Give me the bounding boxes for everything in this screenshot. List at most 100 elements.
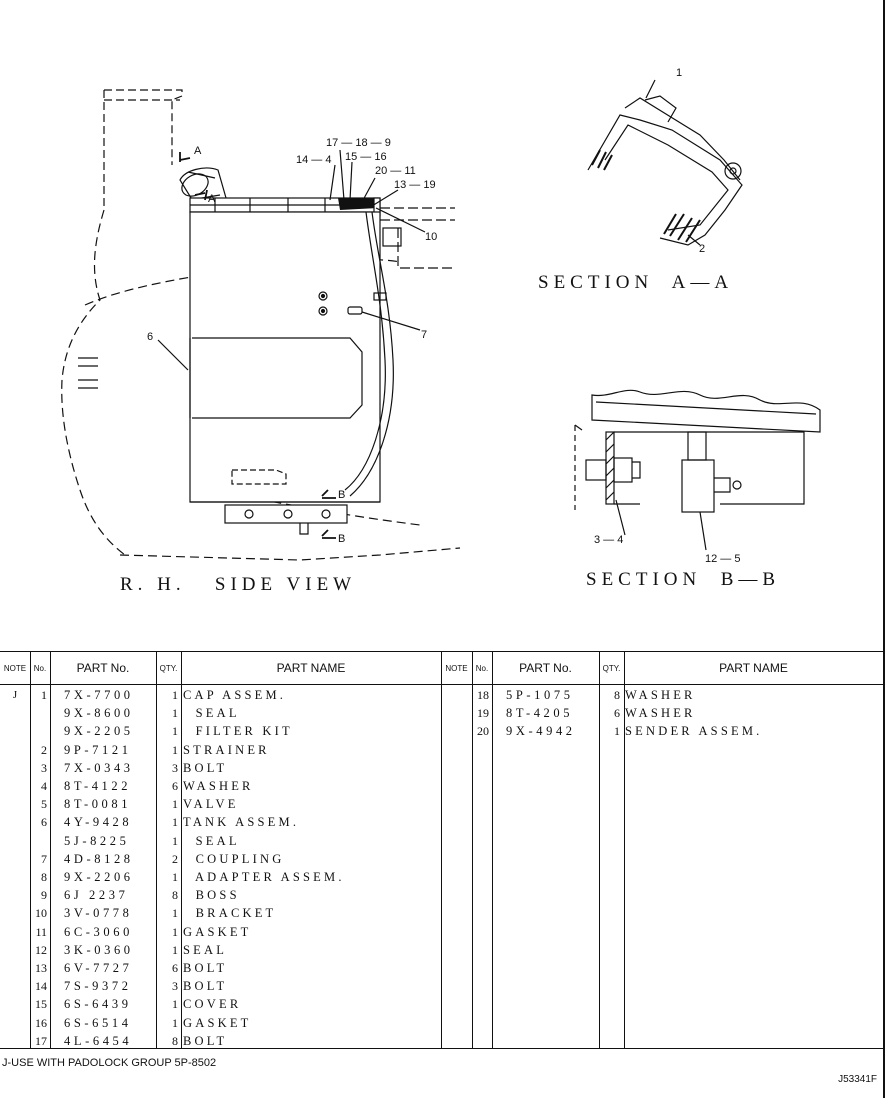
footnote: J-USE WITH PADOLOCK GROUP 5P-8502: [2, 1057, 217, 1069]
row-quantity: 3: [172, 760, 178, 775]
header-part-name-left: PART NAME: [276, 661, 346, 675]
callout-1: 1: [676, 67, 682, 79]
row-quantity: 6: [614, 706, 620, 721]
technical-drawing-svg: 1 2 6 7 10 14 — 4 17 — 18 — 9 15 — 16 20…: [61, 67, 821, 565]
row-quantity: 1: [172, 833, 178, 848]
table-row: 16 6S-6514 1 GASKET: [0, 1014, 440, 1032]
row-quantity: 1: [172, 742, 178, 757]
row-number: 14: [35, 979, 47, 994]
row-part-number: 3K-0360: [64, 942, 134, 957]
row-quantity: 1: [614, 724, 620, 739]
callout-6: 6: [147, 331, 153, 343]
row-number: 20: [477, 724, 489, 739]
row-part-name: BOSS: [183, 888, 240, 903]
row-part-number: 6S-6514: [64, 1015, 132, 1030]
section-arrow-b-lower: B: [338, 533, 345, 545]
row-part-name: COVER: [183, 997, 242, 1012]
callout-2: 2: [699, 243, 705, 255]
row-number: 16: [35, 1015, 47, 1030]
row-part-name: GASKET: [183, 1015, 252, 1030]
row-part-number: 8T-0081: [64, 797, 132, 812]
row-part-name: TANK ASSEM.: [183, 815, 300, 830]
table-row: 11 6C-3060 1 GASKET: [0, 923, 440, 941]
row-number: 9: [41, 888, 47, 903]
row-number: 11: [35, 924, 47, 939]
row-number: 4: [41, 779, 47, 793]
callout-14-4: 14 — 4: [296, 154, 331, 166]
row-quantity: 8: [172, 1033, 178, 1048]
row-quantity: 6: [172, 779, 178, 793]
row-quantity: 1: [172, 906, 178, 921]
parts-list-table: NOTE No. PART No. QTY. PART NAME NOTE No…: [0, 651, 883, 1049]
header-qty-right: QTY.: [602, 663, 621, 673]
header-part-no-right: PART No.: [519, 661, 572, 675]
row-number: 1: [41, 688, 47, 702]
row-part-number: 6V-7727: [64, 961, 133, 975]
section-arrow-a-lower: A: [208, 193, 216, 205]
row-quantity: 1: [172, 997, 178, 1012]
row-part-number: 9X-4942: [506, 724, 576, 739]
row-number: 7: [41, 851, 47, 866]
side-view-title: R. H. SIDE VIEW: [120, 574, 357, 595]
row-number: 5: [41, 797, 47, 812]
header-no-left: No.: [33, 663, 47, 673]
callout-12-5: 12 — 5: [705, 553, 740, 565]
row-part-name: VALVE: [183, 797, 239, 812]
row-part-number: 8T-4205: [506, 706, 574, 721]
rh-side-view-drawing: [61, 89, 461, 561]
row-part-name: GASKET: [183, 924, 252, 939]
row-part-name: SEAL: [183, 942, 228, 957]
callout-17-18-9: 17 — 18 — 9: [326, 137, 391, 149]
row-part-name: BOLT: [183, 1033, 228, 1048]
row-quantity: 1: [172, 924, 178, 939]
row-quantity: 6: [172, 961, 178, 975]
row-quantity: 8: [172, 888, 178, 903]
header-part-no-left: PART No.: [76, 661, 130, 675]
row-part-name: SEAL: [183, 833, 240, 848]
row-part-name: BRACKET: [183, 906, 277, 921]
row-part-name: FILTER KIT: [183, 724, 293, 739]
section-arrow-a-upper: A: [194, 145, 202, 157]
row-quantity: 2: [172, 851, 178, 866]
table-row: 12 3K-0360 1 SEAL: [0, 941, 440, 959]
row-quantity: 1: [172, 870, 178, 884]
row-part-name: STRAINER: [183, 742, 270, 757]
row-quantity: 3: [172, 979, 178, 994]
row-part-number: 9X-2206: [64, 870, 134, 884]
row-part-number: 9P-7121: [64, 742, 132, 757]
row-part-number: 7S-9372: [64, 979, 132, 994]
row-part-number: 3V-0778: [64, 906, 133, 921]
row-part-number: 6C-3060: [64, 924, 133, 939]
row-number: 3: [41, 760, 47, 775]
callout-13-19: 13 — 19: [394, 179, 436, 191]
row-part-name: WASHER: [625, 688, 696, 702]
row-part-number: 5P-1075: [506, 688, 574, 702]
row-part-name: BOLT: [183, 961, 228, 975]
row-part-name: WASHER: [183, 779, 254, 793]
row-quantity: 1: [172, 1015, 178, 1030]
row-part-name: BOLT: [183, 979, 228, 994]
row-part-number: 7X-7700: [64, 688, 134, 702]
row-part-number: 4Y-9428: [64, 815, 133, 830]
row-number: 12: [35, 942, 47, 957]
row-part-number: 6J 2237: [64, 888, 129, 903]
row-number: 15: [35, 997, 47, 1012]
callout-15-16: 15 — 16: [345, 151, 387, 163]
row-quantity: 1: [172, 942, 178, 957]
row-number: 8: [41, 870, 47, 884]
